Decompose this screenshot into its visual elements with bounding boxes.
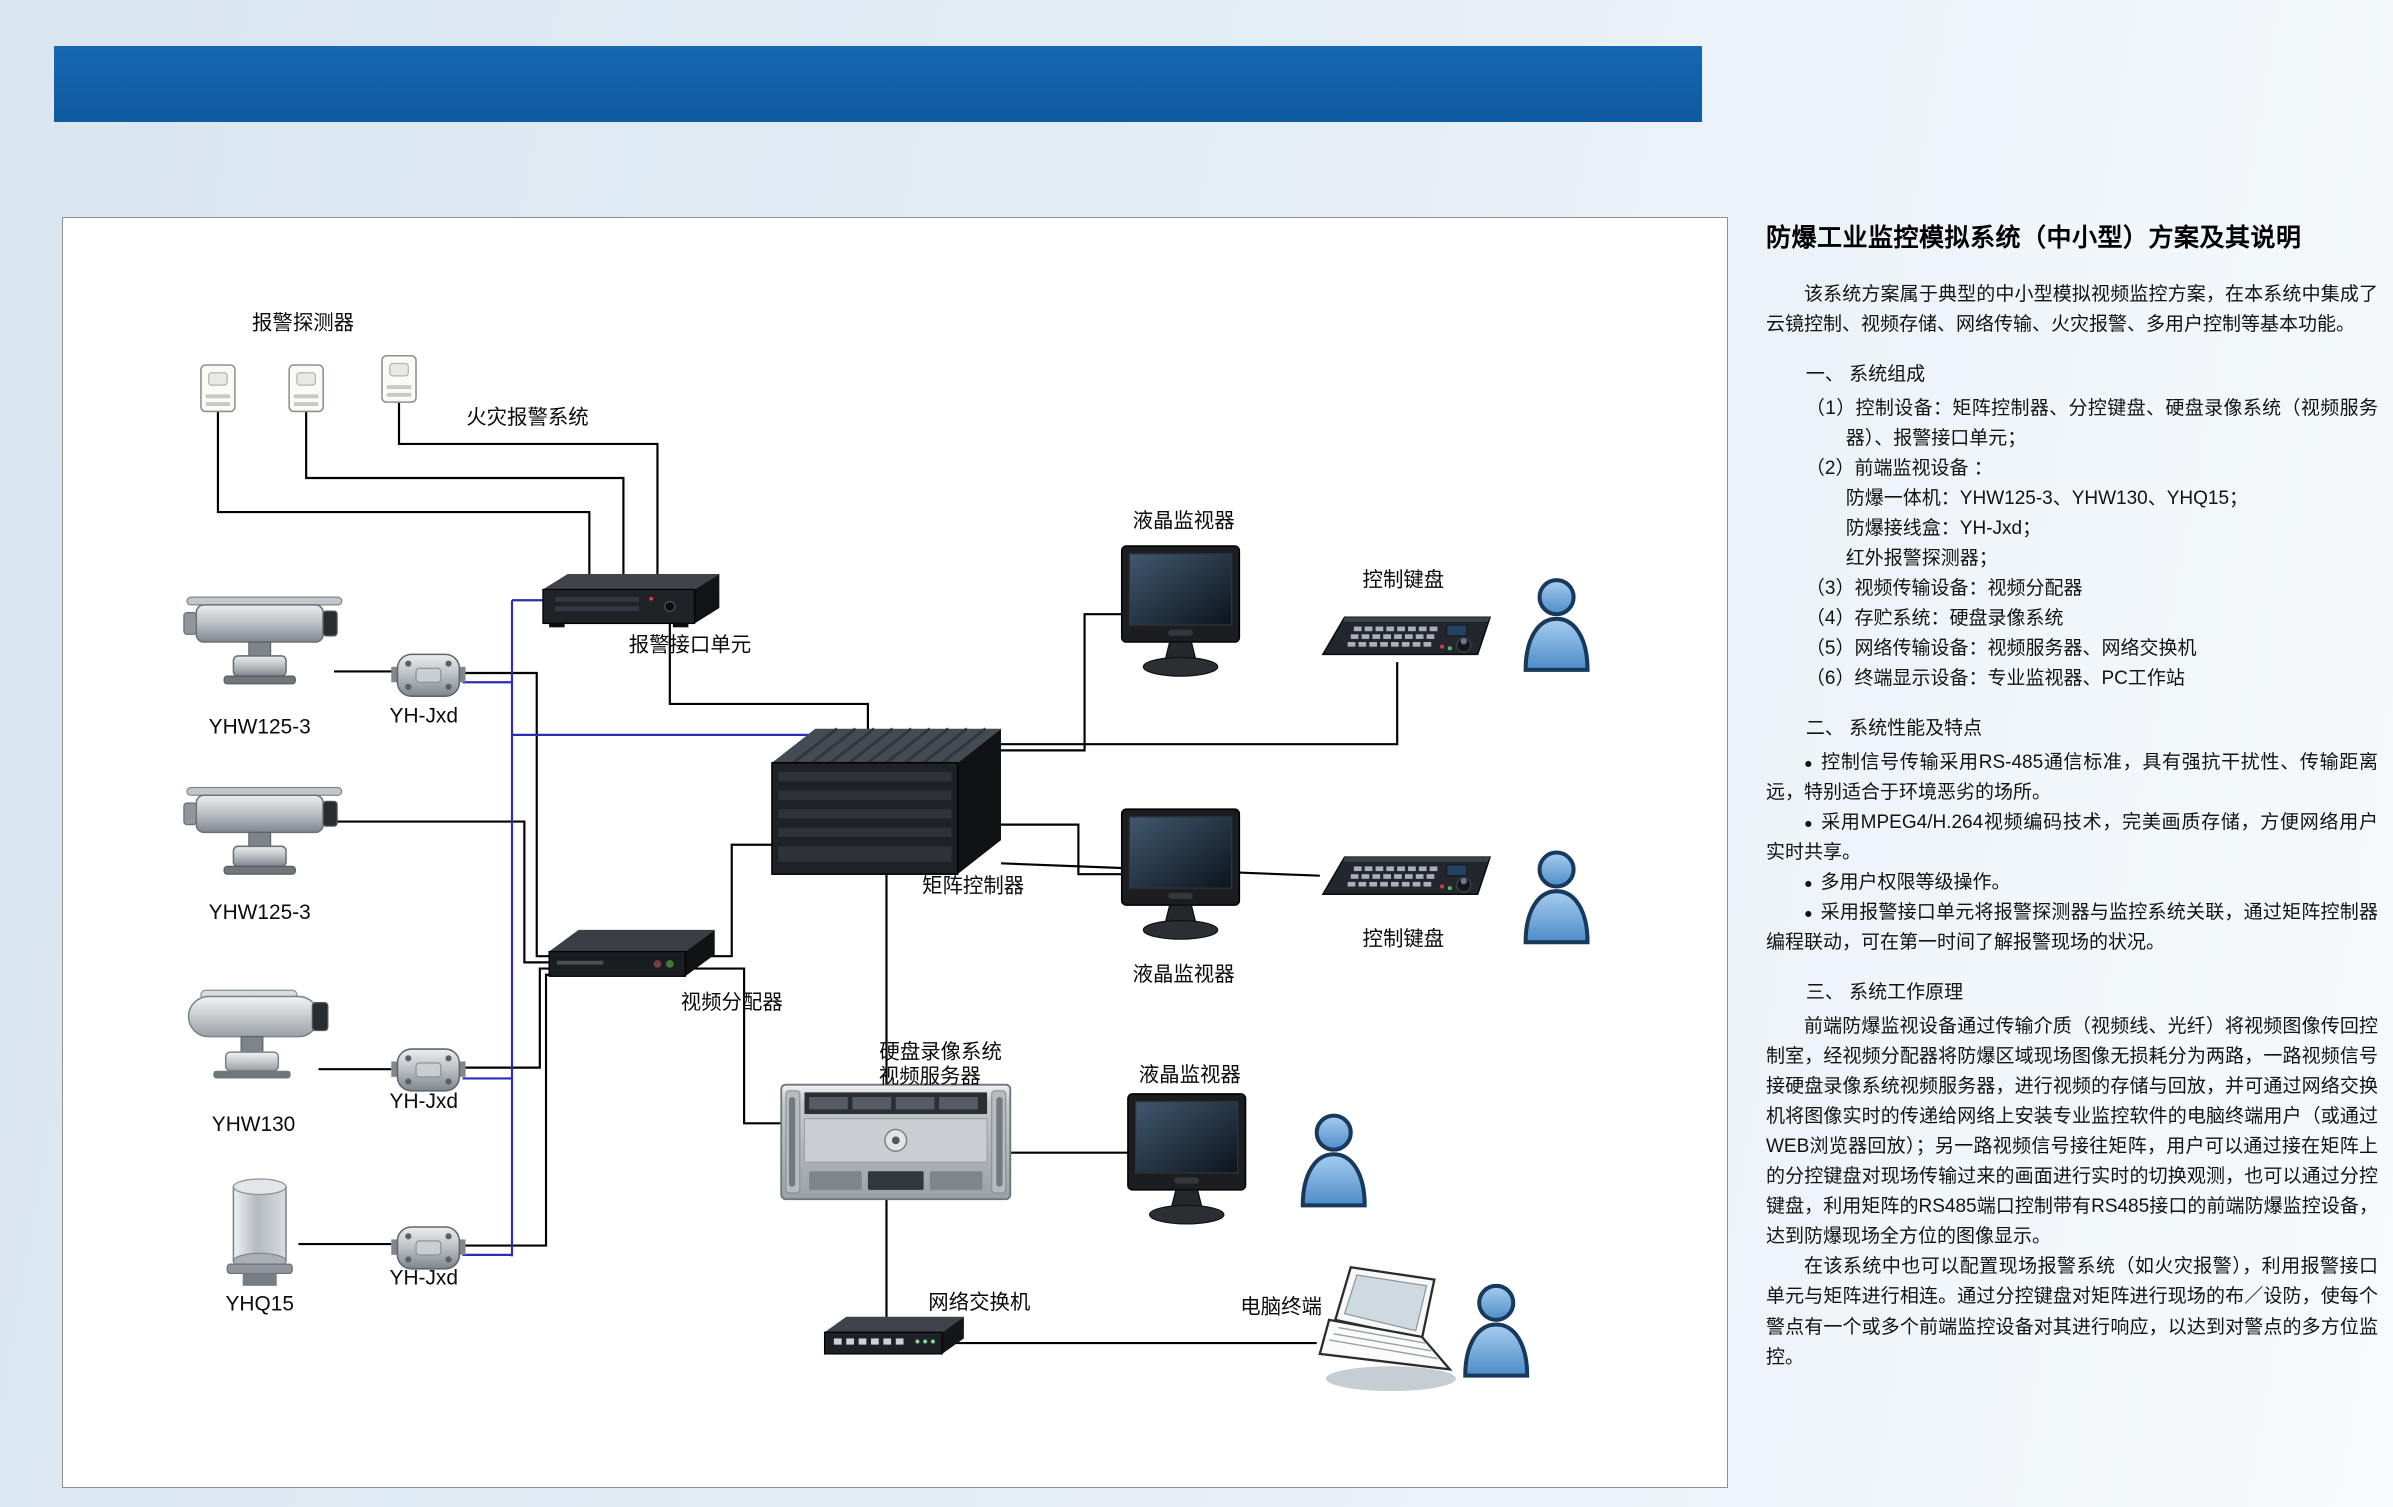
diagram-labels: 报警探测器 火灾报警系统 报警接口单元 YHW125-3 YH-Jxd YHW1… xyxy=(209,311,1445,1318)
feature-bullet-3: ● 多用户权限等级操作。 xyxy=(1766,868,2378,898)
video-distributor-label: 视频分配器 xyxy=(681,991,783,1014)
alarm-interface-unit-device xyxy=(542,573,721,629)
section-2-heading: 二、 系统性能及特点 xyxy=(1805,718,1983,740)
bullet-icon: ● xyxy=(1804,876,1813,893)
wire xyxy=(462,973,550,1247)
section-features: 二、 系统性能及特点 ●控制信号传输采用RS-485通信标准，具有强抗干扰性、传… xyxy=(1766,714,2378,958)
feature-text-4: 采用报警接口单元将报警探测器与监控系统关联，通过矩阵控制器编程联动，可在第一时间… xyxy=(1766,902,2378,954)
feature-text-1: 控制信号传输采用RS-485通信标准，具有强抗干扰性、传输距离远，特别适合于环境… xyxy=(1766,752,2378,804)
composition-item-3: （3）视频传输设备：视频分配器 xyxy=(1805,578,2083,600)
wire xyxy=(668,623,870,732)
video-distributor-device xyxy=(548,929,716,978)
control-wires xyxy=(462,599,822,1257)
matrix-controller-device xyxy=(770,727,1003,876)
wire xyxy=(1001,613,1122,752)
wire xyxy=(305,409,625,579)
smoke-detector-3 xyxy=(381,354,417,403)
principle-paragraph-1: 前端防爆监视设备通过传输介质（视频线、光纤）将视频图像传回控制室，经视频分配器将… xyxy=(1766,1016,2378,1248)
dvr-label-line2: 视频服务器 xyxy=(879,1065,981,1088)
monitor1-label: 液晶监视器 xyxy=(1133,510,1235,533)
lcd-monitor-3 xyxy=(1127,1093,1247,1225)
camera-yhw125-2 xyxy=(183,786,343,875)
description-panel: 防爆工业监控模拟系统（中小型）方案及其说明 该系统方案属于典型的中小型模拟视频监… xyxy=(1766,218,2378,1373)
smoke-detector-2 xyxy=(288,364,324,413)
camera4-label: YHQ15 xyxy=(225,1293,293,1316)
junction-box-3 xyxy=(390,1226,467,1270)
composition-item-2: （2）前端监视设备 ： xyxy=(1805,458,1993,480)
keyboard1-label: 控制键盘 xyxy=(1363,568,1445,591)
section-composition: 一、 系统组成 （1）控制设备：矩阵控制器、分控键盘、硬盘录像系统（视频服务器）… xyxy=(1766,360,2378,694)
monitor2-label: 液晶监视器 xyxy=(1133,963,1235,986)
composition-subitem-1: 防爆一体机：YHW125-3、YHW130、YHQ15； xyxy=(1845,488,2249,510)
pc-terminal-label: 电脑终端 xyxy=(1240,1296,1322,1319)
operator-icon-2 xyxy=(1526,853,1588,943)
wire xyxy=(216,409,591,579)
feature-bullet-2: ●采用MPEG4/H.264视频编码技术，完美画质存储，方便网络用户实时共享。 xyxy=(1766,808,2378,868)
jxd1-label: YH-Jxd xyxy=(390,705,458,728)
control-keyboard-1 xyxy=(1322,616,1491,656)
composition-item-6: （6）终端显示设备：专业监视器、PC工作站 xyxy=(1805,668,2185,690)
operator-icon-1 xyxy=(1526,580,1588,670)
wire xyxy=(462,967,550,1069)
camera-yhq15 xyxy=(226,1178,293,1287)
panel-title: 防爆工业监控模拟系统（中小型）方案及其说明 xyxy=(1766,224,2302,252)
jxd3-label: YH-Jxd xyxy=(390,1266,458,1289)
feature-bullet-1: ●控制信号传输采用RS-485通信标准，具有强抗干扰性、传输距离远，特别适合于环… xyxy=(1766,748,2378,808)
keyboard2-label: 控制键盘 xyxy=(1363,927,1445,950)
diagram-panel: 报警探测器 火灾报警系统 报警接口单元 YHW125-3 YH-Jxd YHW1… xyxy=(62,217,1728,1488)
laptop-device xyxy=(1318,1266,1458,1393)
lcd-monitor-2 xyxy=(1120,808,1241,940)
operator-icon-4 xyxy=(1465,1286,1527,1376)
feature-bullet-4: ●采用报警接口单元将报警探测器与监控系统关联，通过矩阵控制器编程联动，可在第一时… xyxy=(1766,898,2378,958)
bullet-icon: ● xyxy=(1804,906,1813,923)
camera2-label: YHW125-3 xyxy=(209,901,311,924)
system-diagram: 报警探测器 火灾报警系统 报警接口单元 YHW125-3 YH-Jxd YHW1… xyxy=(183,311,1727,1393)
junction-box-2 xyxy=(390,1048,467,1092)
camera3-label: YHW130 xyxy=(212,1113,296,1136)
intro-paragraph: 该系统方案属于典型的中小型模拟视频监控方案，在本系统中集成了云镜控制、视频存储、… xyxy=(1766,284,2378,336)
camera1-label: YHW125-3 xyxy=(209,715,311,738)
composition-item-4: （4）存贮系统：硬盘录像系统 xyxy=(1805,608,2064,630)
fire-alarm-label: 火灾报警系统 xyxy=(466,406,588,429)
network-switch-label: 网络交换机 xyxy=(928,1291,1030,1314)
junction-box-1 xyxy=(390,653,467,697)
camera-yhw130 xyxy=(187,989,329,1080)
bullet-icon: ● xyxy=(1804,756,1814,773)
wire xyxy=(462,671,550,958)
wire xyxy=(397,400,659,579)
operator-icon-3 xyxy=(1303,1116,1365,1206)
matrix-controller-label: 矩阵控制器 xyxy=(922,875,1024,898)
header-bar xyxy=(54,46,1702,122)
network-switch-device xyxy=(823,1315,965,1355)
smoke-detector-1 xyxy=(200,364,236,413)
composition-item-1: （1）控制设备：矩阵控制器、分控键盘、硬盘录像系统（视频服务器）、报警接口单元； xyxy=(1805,398,2378,450)
dvr-label-line1: 硬盘录像系统 xyxy=(879,1040,1001,1063)
alarm-detector-label: 报警探测器 xyxy=(252,311,354,334)
principle-paragraph-2: 在该系统中也可以配置现场报警系统（如火灾报警），利用报警接口单元与矩阵进行相连。… xyxy=(1766,1256,2378,1368)
wire xyxy=(1001,662,1399,746)
dvr-server-device xyxy=(780,1083,1012,1201)
monitor3-label: 液晶监视器 xyxy=(1139,1064,1241,1087)
section-principle: 三、 系统工作原理 前端防爆监视设备通过传输介质（视频线、光纤）将视频图像传回控… xyxy=(1766,978,2378,1372)
jxd2-label: YH-Jxd xyxy=(390,1090,458,1113)
composition-subitem-2: 防爆接线盒：YH-Jxd； xyxy=(1845,518,2042,540)
composition-subitem-3: 红外报警探测器； xyxy=(1845,548,1998,570)
alarm-interface-unit-label: 报警接口单元 xyxy=(629,633,751,656)
camera-yhw125-1 xyxy=(183,596,343,685)
lcd-monitor-1 xyxy=(1120,545,1241,677)
feature-text-2: 采用MPEG4/H.264视频编码技术，完美画质存储，方便网络用户实时共享。 xyxy=(1766,812,2379,864)
feature-text-3: 多用户权限等级操作。 xyxy=(1820,872,2011,894)
section-1-heading: 一、 系统组成 xyxy=(1805,364,1926,386)
bullet-icon: ● xyxy=(1804,816,1814,833)
wire xyxy=(334,820,550,964)
wire xyxy=(1001,823,1122,876)
wire xyxy=(685,967,782,1125)
composition-item-5: （5）网络传输设备：视频服务器、网络交换机 xyxy=(1805,638,2197,660)
control-keyboard-2 xyxy=(1322,856,1491,896)
section-3-heading: 三、 系统工作原理 xyxy=(1805,982,1964,1004)
